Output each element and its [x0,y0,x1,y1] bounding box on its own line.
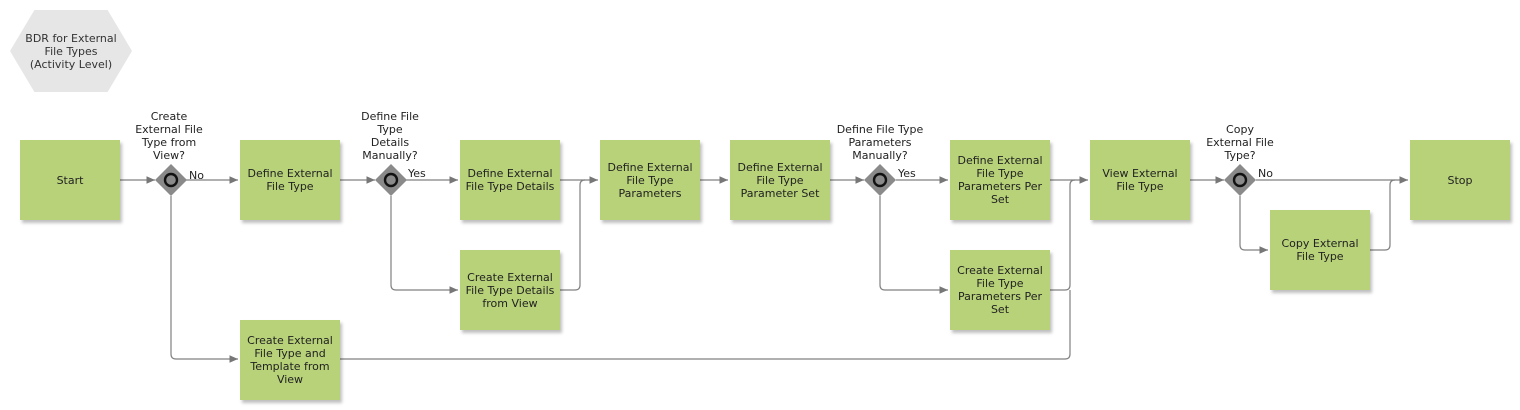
activity-define-params-per-set-label: Define External File Type Parameters Per… [957,154,1043,206]
activity-create-details-label: Create External File Type Details from V… [465,270,555,310]
activity-create-params-per-set-label: Create External File Type Parameters Per… [957,264,1043,316]
gateway-g2 [375,164,407,196]
activity-start[interactable]: Start [20,140,120,220]
gateway-g4-question: Copy External File Type? [1206,123,1274,162]
diagram-title: BDR for External File Types (Activity Le… [10,10,132,92]
activity-view-type[interactable]: View External File Type [1090,140,1190,220]
gateway-g1 [155,164,187,196]
gateway-g1-question: Create External File Type from View? [135,110,203,162]
connector-create-details-merge [560,179,586,291]
gateway-g3-question: Define File Type Parameters Manually? [836,123,924,162]
activity-copy-type-label: Copy External File Type [1281,237,1359,263]
activity-define-params-per-set[interactable]: Define External File Type Parameters Per… [950,140,1050,220]
branch-label-g4-no: No [1258,167,1273,180]
activity-start-label: Start [56,173,84,187]
activity-define-type-label: Define External File Type [247,167,333,193]
activity-define-details-label: Define External File Type Details [465,167,555,193]
activity-copy-type[interactable]: Copy External File Type [1270,210,1370,290]
connector-g1-create-template [170,196,238,363]
gateway-g2-question: Define File Type Details Manually? [361,110,419,162]
activity-define-param-set-label: Define External File Type Parameter Set [737,160,823,200]
branch-label-g1-no: No [189,169,204,182]
connector-g3-create-per-set [879,196,948,294]
activity-define-param-set[interactable]: Define External File Type Parameter Set [730,140,830,220]
activity-create-type-template-label: Create External File Type and Template f… [247,334,333,386]
diagram-title-text: BDR for External File Types (Activity Le… [25,31,117,71]
branch-label-g3-yes: Yes [898,167,916,180]
branch-label-g2-yes: Yes [408,167,426,180]
activity-view-type-label: View External File Type [1102,167,1178,193]
activity-define-params-label: Define External File Type Parameters [607,160,693,200]
activity-define-params[interactable]: Define External File Type Parameters [600,140,700,220]
activity-create-type-template[interactable]: Create External File Type and Template f… [240,320,340,400]
connector-create-per-set-merge [1050,179,1076,291]
activity-define-type[interactable]: Define External File Type [240,140,340,220]
gateway-g4 [1224,164,1256,196]
connector-copy-merge [1370,179,1396,251]
connector-g2-create-details [390,196,458,294]
activity-stop-label: Stop [1447,173,1473,187]
activity-stop[interactable]: Stop [1410,140,1510,220]
activity-define-details[interactable]: Define External File Type Details [460,140,560,220]
activity-create-details[interactable]: Create External File Type Details from V… [460,250,560,330]
connector-g4-copy [1239,196,1268,254]
connector-create-template-merge [340,290,1071,360]
gateway-g3 [864,164,896,196]
activity-create-params-per-set[interactable]: Create External File Type Parameters Per… [950,250,1050,330]
